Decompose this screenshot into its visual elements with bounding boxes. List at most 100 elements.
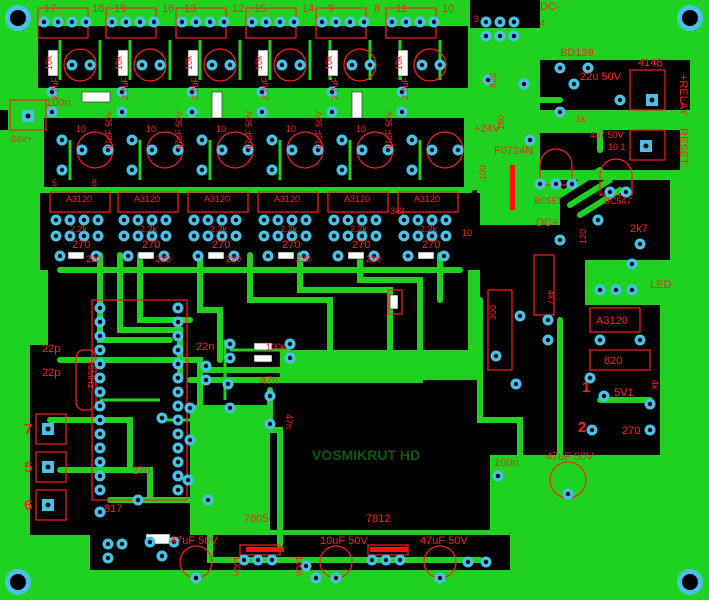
pad-hole <box>585 65 591 71</box>
bc557-label: BC557 <box>534 196 562 206</box>
pad-hole <box>191 217 197 223</box>
dc-minus-label: DC- <box>540 1 560 13</box>
r300-label: 300 <box>488 305 498 320</box>
pad-hole <box>175 459 181 465</box>
chip-label-2: A3120 <box>134 194 160 204</box>
pad-hole <box>193 575 199 581</box>
pad-hole <box>359 233 365 239</box>
cap2u2-label-1: 2.2uF <box>50 76 60 100</box>
pad-hole <box>629 261 635 267</box>
pad-hole <box>45 502 51 508</box>
pad-hole <box>41 19 47 25</box>
c47u-label-1: 47uF 50V <box>170 535 218 547</box>
pad-hole <box>497 33 503 39</box>
pad-hole <box>261 217 267 223</box>
pad-hole <box>157 62 163 68</box>
pad-hole <box>163 217 169 223</box>
pad-hole <box>227 62 233 68</box>
pad-hole <box>277 19 283 25</box>
r4k7-label: 4k7 <box>546 290 556 305</box>
pad-hole <box>607 189 613 195</box>
r220-label-3: 220 <box>226 254 241 264</box>
pad-hole <box>97 487 103 493</box>
r2k2-label-6: 2.2k <box>420 224 438 234</box>
pin-label-3: 19 <box>114 3 126 15</box>
pad-hole <box>465 559 471 565</box>
r180-label: 180 <box>496 115 506 130</box>
pad-hole <box>647 401 653 407</box>
reset-label: RESET <box>677 128 689 165</box>
cap47-label-1: 47uF 50V <box>104 111 114 150</box>
r10k-label-1: 10k <box>44 55 54 70</box>
pad-hole <box>565 491 571 497</box>
r1k-label: 1k <box>576 114 586 124</box>
pad-hole <box>45 426 51 432</box>
led-label: LED <box>650 279 671 291</box>
board-title: VOSMIKRUT HD <box>312 447 420 463</box>
pad-hole <box>269 137 275 143</box>
r220-label-2: 220 <box>156 254 171 264</box>
c47n-label-1: 47n <box>260 375 278 387</box>
pad-hole <box>97 347 103 353</box>
r2k2-label-1: 2.2k <box>70 224 88 234</box>
pad-hole <box>207 19 213 25</box>
pad-hole <box>49 89 55 95</box>
pad-hole <box>483 33 489 39</box>
pad-hole <box>171 539 177 545</box>
pad-hole <box>267 421 273 427</box>
part-bodies <box>47 49 435 545</box>
pad-hole <box>289 147 295 153</box>
pad-hole <box>587 375 593 381</box>
pad-hole <box>187 437 193 443</box>
pad-hole <box>97 431 103 437</box>
pad-hole <box>417 19 423 25</box>
r10k-label-3: 10k <box>184 55 194 70</box>
pad-hole <box>121 233 127 239</box>
pad-hole <box>493 353 499 359</box>
pad-hole <box>205 497 211 503</box>
pad-hole <box>629 287 635 293</box>
c22p-label-1: 22p <box>42 343 60 355</box>
pad-hole <box>119 89 125 95</box>
pad-hole <box>175 445 181 451</box>
xtal-label: 16MHz <box>86 360 96 389</box>
pad-hole <box>275 233 281 239</box>
pad-hole <box>199 167 205 173</box>
pad-hole <box>297 62 303 68</box>
dc-plus-label: DC+ <box>536 217 558 229</box>
pad-hole <box>209 62 215 68</box>
cap47-label-4: 47uF 50V <box>314 111 324 150</box>
pad-hole <box>105 147 111 153</box>
chip-label-3: A3120 <box>204 194 230 204</box>
pad-hole <box>187 405 193 411</box>
pad-hole <box>175 431 181 437</box>
pad-hole <box>403 19 409 25</box>
cap2u2-label-6: 2.2uF <box>400 76 410 100</box>
pad-hole <box>135 217 141 223</box>
c47u-label-3: 47uF 50V <box>546 451 594 463</box>
pin-label-11: 11 <box>396 3 407 15</box>
pads <box>22 16 658 584</box>
vr2-label: 7812 <box>366 513 390 525</box>
pad-hole <box>219 217 225 223</box>
main-24v-label: -24V+ <box>8 134 32 144</box>
pad-hole <box>329 89 335 95</box>
pad-hole <box>193 19 199 25</box>
diode-4148-label: 4148 <box>638 57 662 69</box>
pad-hole <box>161 253 167 259</box>
pad-hole <box>345 233 351 239</box>
pad-hole <box>175 389 181 395</box>
pad-hole <box>373 217 379 223</box>
pad-hole <box>347 19 353 25</box>
mounting-holes <box>5 5 703 595</box>
pad-hole <box>345 217 351 223</box>
r820-label: 820 <box>604 355 622 367</box>
r10k-label-4: 10k <box>254 55 264 70</box>
r2k7-label: 2k7 <box>630 223 648 235</box>
pad-hole <box>455 147 461 153</box>
pin-label-10: 8 <box>374 3 380 15</box>
pad-hole <box>227 405 233 411</box>
pad-hole <box>373 233 379 239</box>
pad-hole <box>409 137 415 143</box>
